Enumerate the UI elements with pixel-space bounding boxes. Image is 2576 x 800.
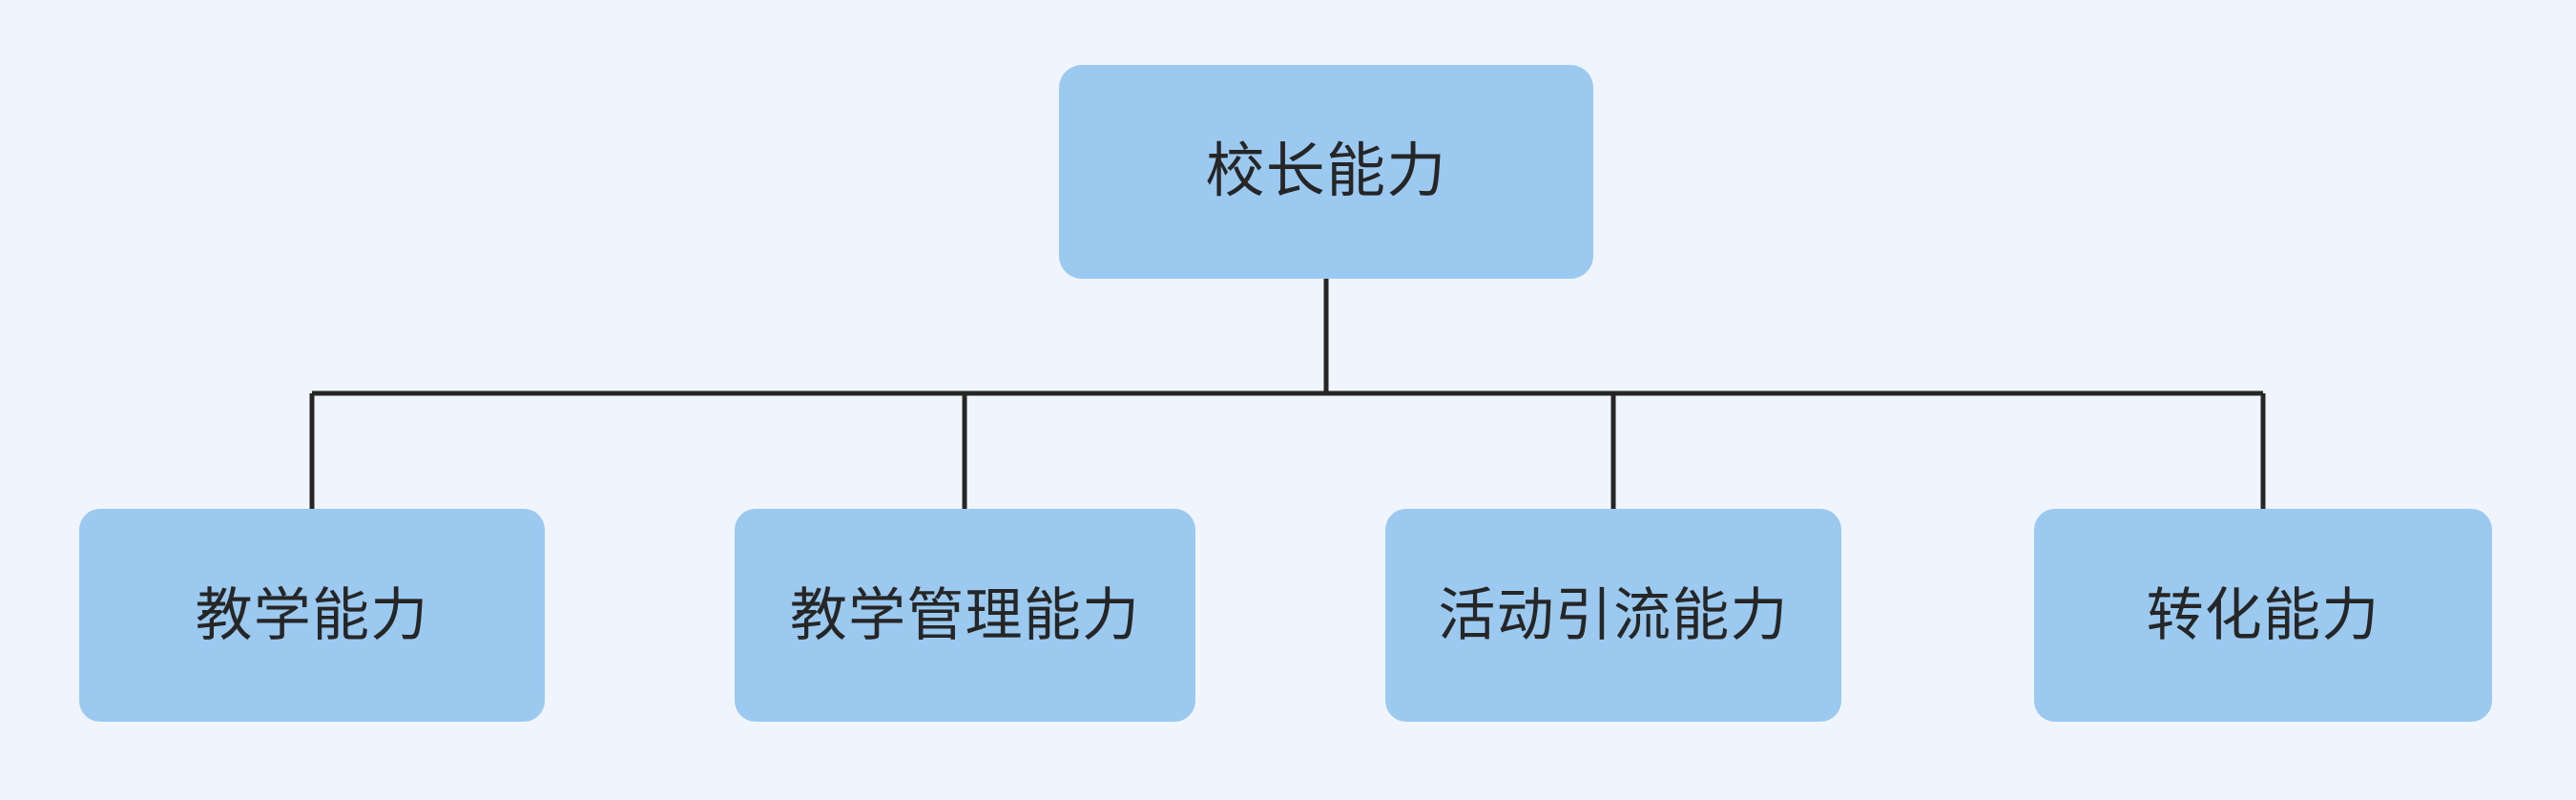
node-child-teaching-capability[interactable]: 教学能力 [79, 509, 545, 722]
node-child-3-label: 转化能力 [2146, 582, 2380, 647]
node-child-0-label: 教学能力 [195, 582, 429, 647]
node-child-2-label: 活动引流能力 [1438, 582, 1789, 647]
node-child-conversion-capability[interactable]: 转化能力 [2034, 509, 2492, 722]
node-root[interactable]: 校长能力 [1059, 65, 1593, 279]
node-child-1-label: 教学管理能力 [789, 582, 1141, 647]
node-child-teaching-management-capability[interactable]: 教学管理能力 [735, 509, 1195, 722]
node-child-activity-traffic-capability[interactable]: 活动引流能力 [1385, 509, 1841, 722]
node-root-label: 校长能力 [1205, 137, 1447, 204]
